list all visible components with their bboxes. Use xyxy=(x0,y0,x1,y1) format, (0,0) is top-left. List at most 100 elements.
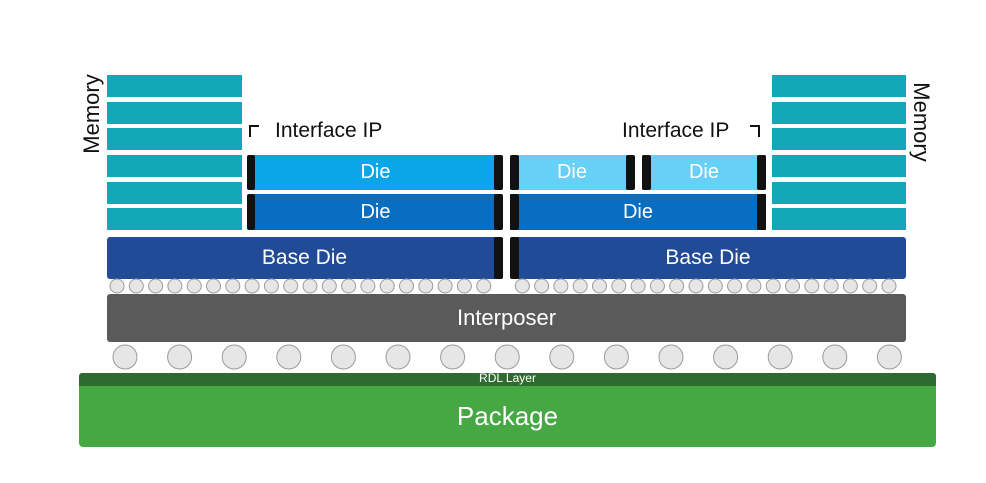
micro-bump xyxy=(321,278,337,294)
interposer: Interposer xyxy=(107,294,906,342)
interface-ip-bracket-left xyxy=(249,125,259,137)
interface-connector xyxy=(510,237,519,279)
base-die-left: Base Die xyxy=(107,237,502,279)
micro-bump xyxy=(862,278,878,294)
micro-bump xyxy=(302,278,318,294)
micro-bump xyxy=(765,278,781,294)
micro-bump xyxy=(379,278,395,294)
die-top-right-a: Die xyxy=(510,155,634,190)
micro-bump xyxy=(437,278,453,294)
micro-bump xyxy=(823,278,839,294)
micro-bump xyxy=(688,278,704,294)
c4-bump xyxy=(876,344,902,370)
micro-bump xyxy=(476,278,492,294)
micro-bump xyxy=(263,278,279,294)
memory-layer xyxy=(772,208,906,230)
micro-bump xyxy=(881,278,897,294)
memory-layer xyxy=(107,208,242,230)
c4-bump xyxy=(221,344,247,370)
package-label: Package xyxy=(456,401,559,431)
rdl-layer: RDL Layer xyxy=(79,371,936,386)
micro-bump xyxy=(649,278,665,294)
interface-connector xyxy=(757,155,766,190)
micro-bump xyxy=(785,278,800,294)
micro-bump xyxy=(572,278,588,294)
interface-connector xyxy=(510,194,519,230)
micro-bump xyxy=(206,278,221,294)
base-die-right: Base Die xyxy=(510,237,906,279)
memory-layer xyxy=(107,75,242,97)
micro-bump xyxy=(611,278,627,294)
base-die-label: Base Die xyxy=(665,246,751,269)
micro-bump xyxy=(514,278,530,294)
micro-bump xyxy=(128,278,144,294)
interposer-label: Interposer xyxy=(456,305,557,330)
micro-bump xyxy=(456,278,472,294)
memory-layer xyxy=(772,102,906,124)
micro-bump xyxy=(746,278,762,294)
die-label: Die xyxy=(360,200,391,223)
interface-ip-bracket-right xyxy=(750,125,760,137)
package: Package xyxy=(79,386,936,447)
c4-bump xyxy=(385,344,411,370)
rdl-layer-label: RDL Layer xyxy=(479,371,536,385)
c4-bump xyxy=(767,344,793,370)
memory-layer xyxy=(772,75,906,97)
interface-connector xyxy=(247,155,255,190)
interface-connector xyxy=(510,155,519,190)
die-top-left: Die xyxy=(249,155,502,190)
micro-bump xyxy=(842,278,858,294)
micro-bump xyxy=(109,278,125,294)
c4-bump xyxy=(549,344,575,370)
c4-bump xyxy=(713,344,739,370)
interface-ip-label-right: Interface IP xyxy=(622,119,730,142)
memory-layer xyxy=(107,182,242,204)
memory-layer xyxy=(107,155,242,177)
interface-connector xyxy=(494,155,503,190)
micro-bump xyxy=(534,278,550,294)
interface-connector xyxy=(757,194,766,230)
micro-bump xyxy=(553,278,569,294)
interface-connector xyxy=(642,155,651,190)
die-label: Die xyxy=(688,161,719,183)
micro-bump xyxy=(804,278,820,294)
c4-bump xyxy=(112,344,138,370)
die-label: Die xyxy=(622,200,653,223)
micro-bump xyxy=(669,278,685,294)
interface-ip-label-left: Interface IP xyxy=(275,119,383,142)
micro-bump xyxy=(707,278,723,294)
c4-bump xyxy=(603,344,629,370)
die-bottom-right: Die xyxy=(510,194,766,230)
micro-bump xyxy=(418,278,434,294)
micro-bump xyxy=(148,278,164,294)
micro-bump xyxy=(592,278,607,294)
interface-connector xyxy=(494,194,503,230)
interface-connector xyxy=(626,155,635,190)
die-top-right-b: Die xyxy=(642,155,766,190)
die-label: Die xyxy=(360,161,391,183)
die-bottom-left: Die xyxy=(249,194,502,230)
micro-bump xyxy=(630,278,646,294)
die-label: Die xyxy=(556,161,587,183)
base-die-label: Base Die xyxy=(261,246,348,269)
micro-bump xyxy=(341,278,357,294)
micro-bump xyxy=(399,278,414,294)
memory-layer xyxy=(772,128,906,150)
micro-bump xyxy=(167,278,183,294)
c4-bump xyxy=(494,344,520,370)
memory-layer xyxy=(107,128,242,150)
c4-bump xyxy=(822,344,848,370)
memory-layer xyxy=(772,182,906,204)
c4-bump xyxy=(276,344,302,370)
micro-bump xyxy=(283,278,299,294)
micro-bump xyxy=(186,278,202,294)
micro-bump-row xyxy=(109,278,897,294)
c4-bump xyxy=(330,344,356,370)
memory-label-left: Memory xyxy=(79,74,104,154)
memory-layer xyxy=(772,155,906,177)
c4-bump xyxy=(167,344,193,370)
micro-bump xyxy=(244,278,260,294)
micro-bump xyxy=(727,278,743,294)
c4-bump xyxy=(658,344,684,370)
interface-connector xyxy=(247,194,255,230)
